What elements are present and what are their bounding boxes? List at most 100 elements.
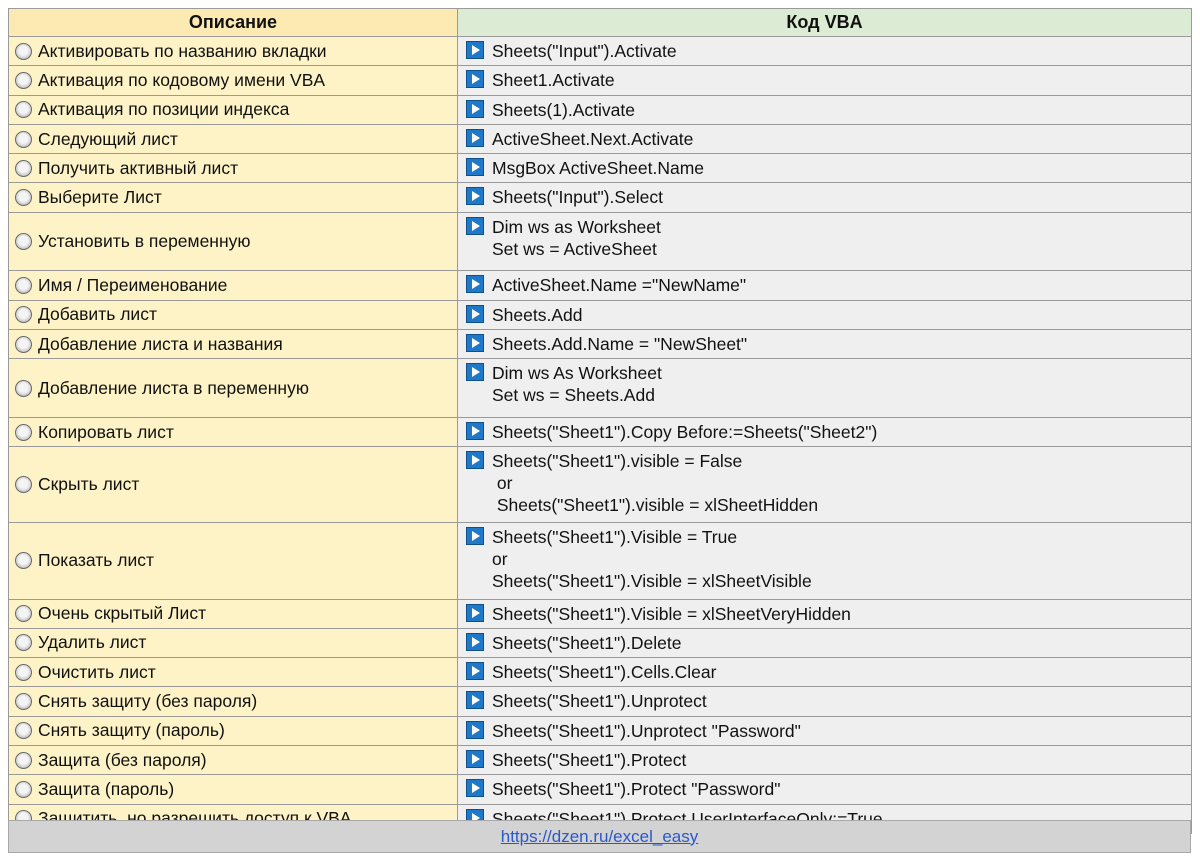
code-line: Sheets("Sheet1").Copy Before:=Sheets("Sh…: [492, 421, 878, 442]
play-icon[interactable]: [466, 158, 484, 177]
description-content: Добавление листа в переменную: [9, 378, 457, 399]
description-label: Получить активный лист: [38, 157, 239, 178]
play-icon[interactable]: [466, 527, 484, 546]
code-content: Sheets.Add.Name = "NewSheet": [458, 330, 1191, 355]
play-icon[interactable]: [466, 421, 484, 440]
radio-circle-icon[interactable]: [15, 476, 32, 494]
play-icon[interactable]: [466, 363, 484, 382]
description-label: Удалить лист: [38, 632, 147, 653]
radio-circle-icon[interactable]: [15, 71, 32, 89]
radio-circle-icon[interactable]: [15, 306, 32, 324]
code-column-header: Код VBA: [457, 8, 1192, 37]
description-content: Имя / Переименование: [9, 275, 457, 296]
play-icon[interactable]: [466, 691, 484, 710]
description-cell: Получить активный лист: [8, 153, 458, 184]
code-content: Sheets("Sheet1").Copy Before:=Sheets("Sh…: [458, 418, 1191, 443]
description-label: Защита (без пароля): [38, 749, 207, 770]
code-content: Sheets(1).Activate: [458, 96, 1191, 121]
radio-circle-icon[interactable]: [15, 552, 32, 570]
footer-bar: https://dzen.ru/excel_easy: [8, 820, 1191, 853]
play-icon[interactable]: [466, 187, 484, 206]
code-lines: Sheets.Add.Name = "NewSheet": [492, 333, 747, 355]
header-row: Описание Код VBA: [8, 8, 1192, 37]
play-icon[interactable]: [466, 41, 484, 59]
radio-circle-icon[interactable]: [15, 277, 32, 295]
play-icon[interactable]: [466, 304, 484, 323]
play-icon[interactable]: [466, 70, 484, 89]
code-content: Sheets("Sheet1").Visible = xlSheetVeryHi…: [458, 600, 1191, 625]
code-cell: Sheets("Sheet1").Visible = xlSheetVeryHi…: [457, 598, 1192, 629]
description-content: Копировать лист: [9, 422, 457, 443]
play-icon[interactable]: [466, 662, 484, 681]
radio-circle-icon[interactable]: [15, 233, 32, 251]
table-row: Снять защиту (без пароля)Sheets("Sheet1"…: [8, 686, 1192, 717]
code-cell: Sheets.Add: [457, 299, 1192, 330]
table-row: Добавление листа в переменную Dim ws As W…: [8, 358, 1192, 418]
code-lines: Sheets.Add: [492, 304, 582, 326]
play-icon[interactable]: [466, 333, 484, 352]
radio-circle-icon[interactable]: [15, 663, 32, 681]
description-label: Очистить лист: [38, 661, 156, 682]
description-label: Копировать лист: [38, 421, 174, 442]
description-content: Активация по позиции индекса: [9, 99, 457, 120]
radio-circle-icon[interactable]: [15, 159, 32, 177]
play-icon[interactable]: [466, 99, 484, 118]
play-icon[interactable]: [466, 720, 484, 739]
radio-circle-icon[interactable]: [15, 634, 32, 652]
radio-circle-icon[interactable]: [15, 605, 32, 623]
radio-circle-icon[interactable]: [15, 42, 32, 60]
description-cell: Снять защиту (пароль): [8, 715, 458, 747]
description-content: Установить в переменную: [9, 231, 457, 252]
play-icon[interactable]: [466, 779, 484, 798]
table-row: Снять защиту (пароль)Sheets("Sheet1").Un…: [8, 715, 1192, 747]
play-icon[interactable]: [466, 603, 484, 622]
radio-circle-icon[interactable]: [15, 379, 32, 397]
description-content: Очень скрытый Лист: [9, 603, 457, 624]
code-cell: Sheets(1).Activate: [457, 94, 1192, 125]
description-label: Скрыть лист: [38, 474, 140, 495]
code-line: Sheets("Sheet1").Protect: [492, 750, 687, 771]
description-cell: Снять защиту (без пароля): [8, 686, 458, 717]
code-content: ActiveSheet.Name ="NewName": [458, 271, 1191, 296]
play-icon[interactable]: [466, 275, 484, 294]
radio-circle-icon[interactable]: [15, 780, 32, 798]
play-icon[interactable]: [466, 216, 484, 235]
radio-circle-icon[interactable]: [15, 423, 32, 441]
play-icon[interactable]: [466, 128, 484, 147]
description-content: Очистить лист: [9, 662, 457, 683]
code-content: Sheets("Sheet1").Delete: [458, 629, 1191, 654]
radio-circle-icon[interactable]: [15, 335, 32, 353]
code-lines: ActiveSheet.Name ="NewName": [492, 274, 746, 296]
radio-circle-icon[interactable]: [15, 751, 32, 769]
code-line: Sheets("Sheet1").Visible = xlSheetVeryHi…: [492, 603, 851, 624]
play-icon[interactable]: [466, 750, 484, 769]
description-cell: Защита (пароль): [8, 774, 458, 805]
description-label: Защита (пароль): [38, 778, 175, 799]
description-content: Удалить лист: [9, 632, 457, 653]
footer-link[interactable]: https://dzen.ru/excel_easy: [500, 826, 699, 846]
radio-circle-icon[interactable]: [15, 189, 32, 207]
radio-circle-icon[interactable]: [15, 693, 32, 711]
code-line: Dim ws As Worksheet: [492, 363, 662, 384]
description-label: Добавление листа в переменную: [38, 377, 309, 398]
description-cell: Показать лист: [8, 522, 458, 600]
description-cell: Добавление листа в переменную: [8, 358, 458, 418]
radio-circle-icon[interactable]: [15, 130, 32, 148]
play-icon[interactable]: [466, 632, 484, 651]
code-line: Sheets("Sheet1").visible = False: [492, 451, 743, 472]
description-label: Показать лист: [38, 550, 155, 571]
radio-circle-icon[interactable]: [15, 722, 32, 740]
code-cell: ActiveSheet.Next.Activate: [457, 123, 1192, 155]
description-content: Скрыть лист: [9, 474, 457, 495]
code-content: MsgBox ActiveSheet.Name: [458, 154, 1191, 179]
code-cell: Sheet1.Activate: [457, 65, 1192, 96]
radio-circle-icon[interactable]: [15, 101, 32, 119]
play-icon[interactable]: [466, 451, 484, 470]
description-label: Имя / Переименование: [38, 275, 228, 296]
table-row: Очень скрытый Лист Sheets("Sheet1").Visib…: [8, 598, 1192, 629]
description-cell: Активировать по названию вкладки: [8, 35, 458, 67]
